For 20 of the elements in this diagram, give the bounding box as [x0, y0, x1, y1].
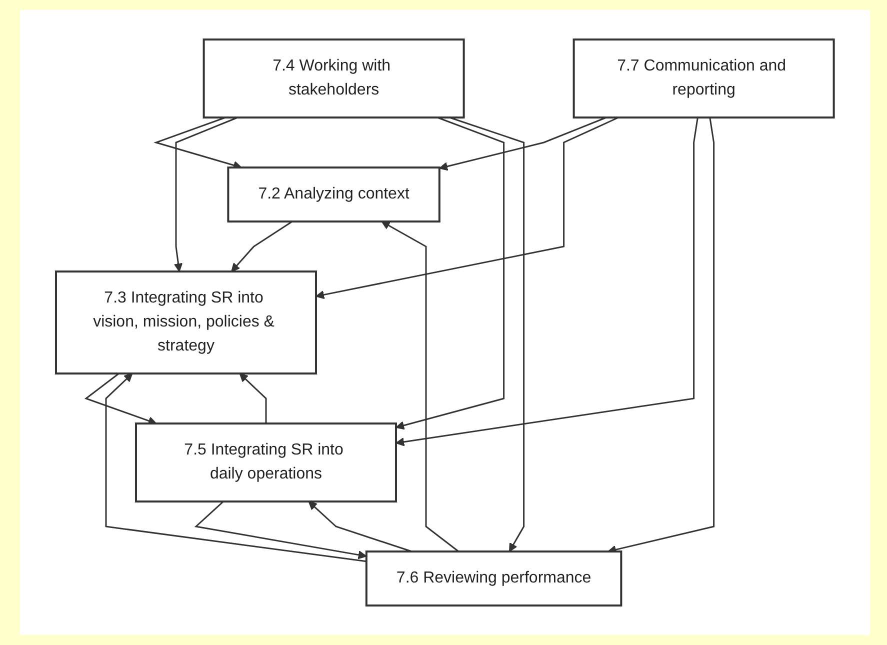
node-box: 7.5 Integrating SR into daily operations — [135, 422, 398, 502]
arrow — [316, 116, 619, 300]
arrow — [439, 116, 607, 171]
arrow — [396, 116, 505, 430]
arrow — [239, 373, 267, 424]
arrow — [308, 501, 412, 552]
node-box: 7.3 Integrating SR into vision, mission, policies & strategy — [55, 270, 318, 374]
arrow — [174, 116, 238, 272]
arrow — [154, 116, 242, 170]
node-box: 7.2 Analyzing context — [227, 166, 440, 222]
node-box: 7.6 Reviewing performance — [366, 550, 622, 606]
arrow — [231, 220, 293, 272]
arrow — [84, 372, 157, 425]
arrow — [194, 500, 367, 560]
node-box: 7.4 Working with stakeholders — [202, 38, 465, 118]
arrow — [381, 221, 460, 552]
arrow — [396, 117, 699, 446]
node-box: 7.7 Communication and reporting — [572, 38, 835, 118]
arrow — [105, 373, 367, 562]
arrow — [449, 116, 525, 552]
